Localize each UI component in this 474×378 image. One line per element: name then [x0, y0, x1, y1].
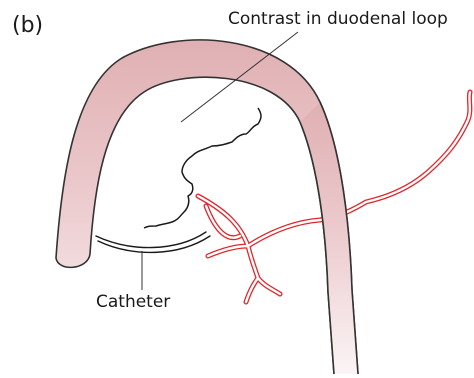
catheter-label: Catheter	[96, 294, 170, 311]
catheter	[96, 232, 210, 252]
contrast-label: Contrast in duodenal loop	[228, 11, 448, 28]
contrast-region-outline	[144, 108, 261, 228]
panel-label: (b)	[12, 15, 43, 37]
